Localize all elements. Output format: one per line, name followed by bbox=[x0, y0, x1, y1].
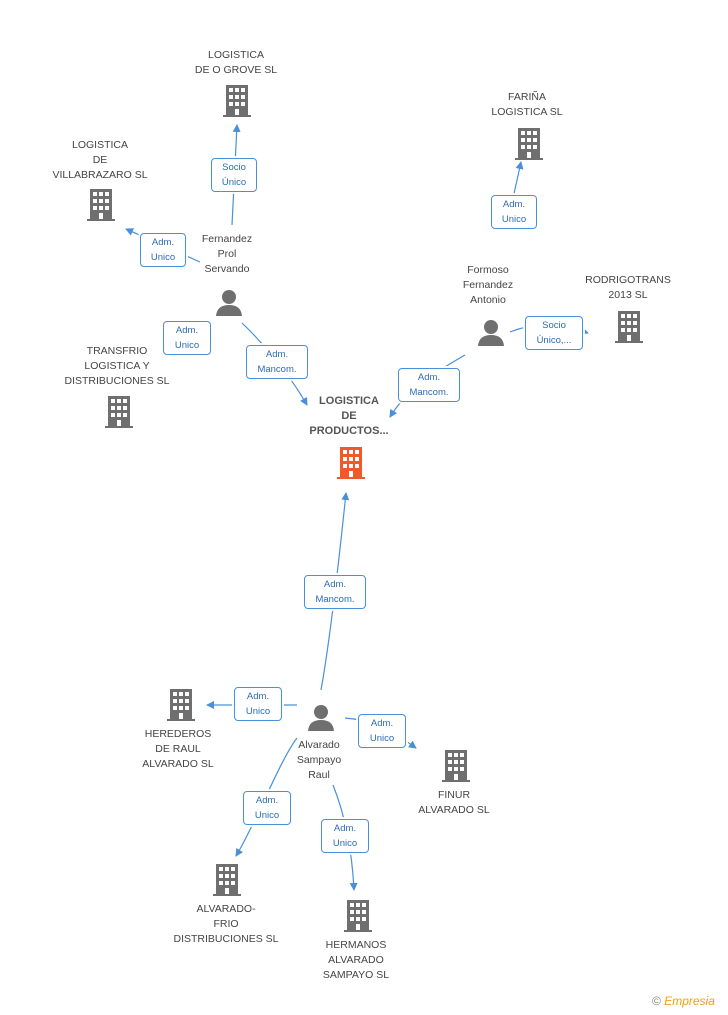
edge-label: Adm. Unico bbox=[358, 714, 406, 748]
edge-label: Adm. Mancom. bbox=[398, 368, 460, 402]
company-label[interactable]: HERMANOS ALVARADO SAMPAYO SL bbox=[322, 939, 390, 981]
person-label[interactable]: Fernandez Prol Servando bbox=[201, 233, 253, 275]
person-label[interactable]: Alvarado Sampayo Raul bbox=[296, 739, 342, 781]
building-icon[interactable] bbox=[105, 396, 133, 428]
building-icon[interactable] bbox=[87, 189, 115, 221]
building-icon[interactable] bbox=[167, 689, 195, 721]
building-icon[interactable] bbox=[344, 900, 372, 932]
edge-label: Adm. Mancom. bbox=[304, 575, 366, 609]
building-icon[interactable] bbox=[615, 311, 643, 343]
building-icon[interactable] bbox=[515, 128, 543, 160]
main-building-icon[interactable] bbox=[337, 447, 365, 479]
main-company-label[interactable]: LOGISTICA DE PRODUCTOS... bbox=[309, 395, 389, 437]
edge-label: Adm. Mancom. bbox=[246, 345, 308, 379]
edge-label: Adm. Unico bbox=[321, 819, 369, 853]
edge-label: Socio Único,... bbox=[525, 316, 583, 350]
edge-label: Socio Único bbox=[211, 158, 257, 192]
edge-label: Adm. Unico bbox=[491, 195, 537, 229]
company-label[interactable]: LOGISTICA DE O GROVE SL bbox=[194, 49, 278, 76]
person-icon[interactable] bbox=[308, 705, 334, 731]
building-icon[interactable] bbox=[442, 750, 470, 782]
edge-label: Adm. Unico bbox=[140, 233, 186, 267]
building-icon[interactable] bbox=[213, 864, 241, 896]
company-label[interactable]: TRANSFRIO LOGISTICA Y DISTRIBUCIONES SL bbox=[64, 345, 170, 387]
company-label[interactable]: LOGISTICA DE VILLABRAZARO SL bbox=[52, 139, 148, 181]
company-label[interactable]: FINUR ALVARADO SL bbox=[418, 789, 490, 816]
company-label[interactable]: RODRIGOTRANS 2013 SL bbox=[585, 274, 671, 301]
company-label[interactable]: FARIÑA LOGISTICA SL bbox=[491, 91, 563, 118]
edge-label: Adm. Unico bbox=[243, 791, 291, 825]
person-icon[interactable] bbox=[216, 290, 242, 316]
building-icon[interactable] bbox=[223, 85, 251, 117]
brand-logo[interactable]: Empresia bbox=[664, 994, 715, 1008]
company-label[interactable]: ALVARADO- FRIO DISTRIBUCIONES SL bbox=[173, 903, 279, 945]
person-icon[interactable] bbox=[478, 320, 504, 346]
edge-label: Adm. Unico bbox=[234, 687, 282, 721]
edge-label: Adm. Unico bbox=[163, 321, 211, 355]
company-label[interactable]: HEREDEROS DE RAUL ALVARADO SL bbox=[142, 728, 214, 770]
copyright-icon: © bbox=[652, 994, 661, 1008]
footer-brand[interactable]: © Empresia bbox=[652, 994, 715, 1008]
person-label[interactable]: Formoso Fernandez Antonio bbox=[462, 264, 514, 306]
